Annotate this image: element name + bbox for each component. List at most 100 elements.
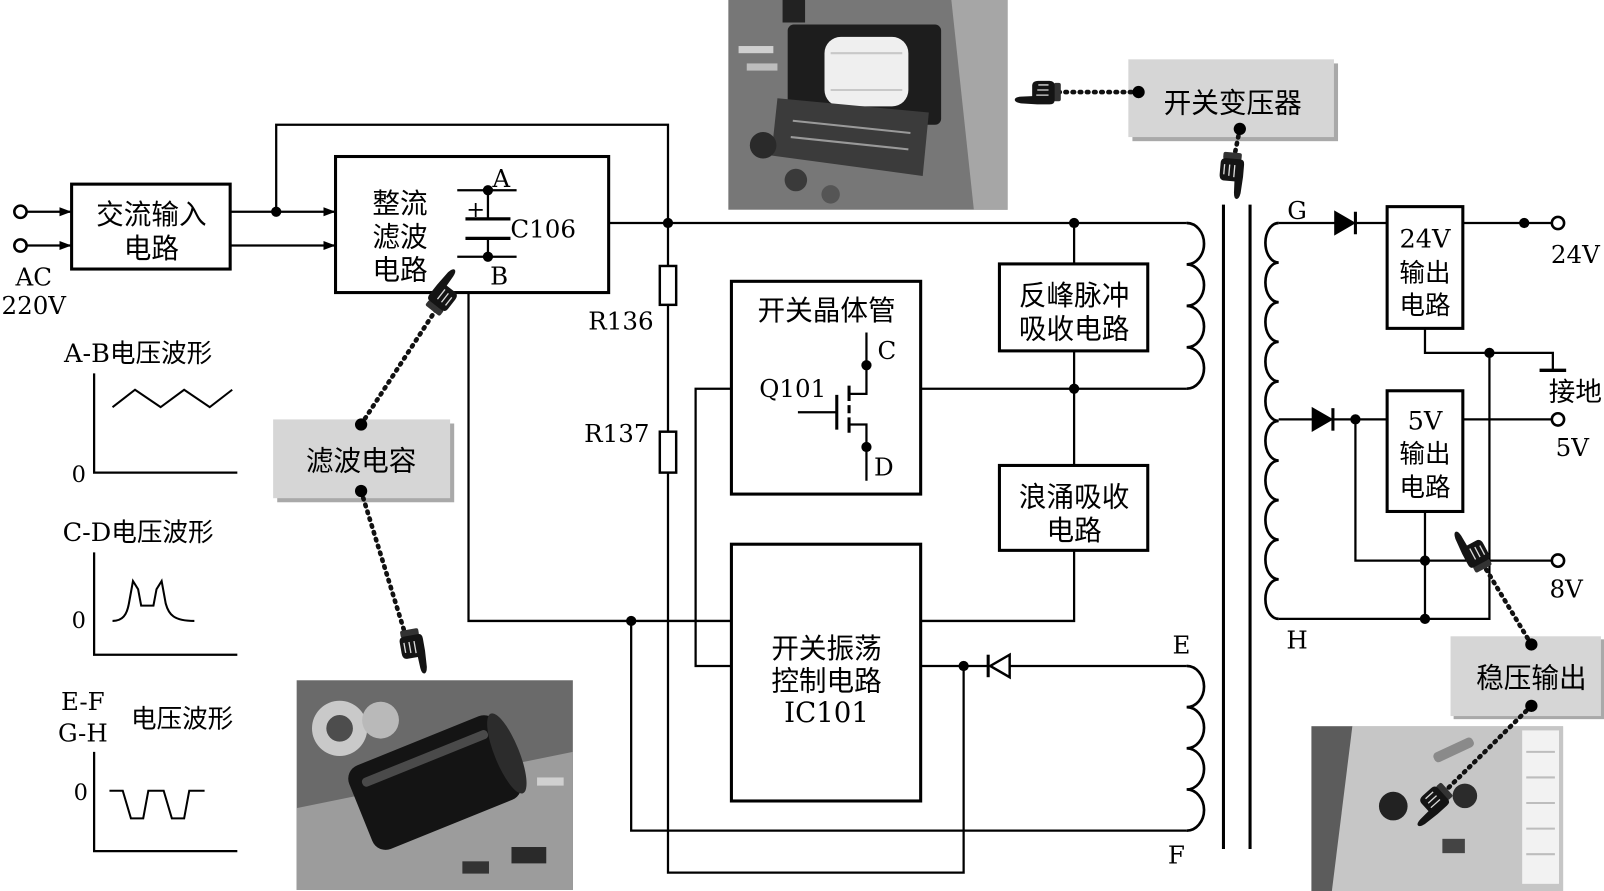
photo-resistor: [1433, 737, 1474, 763]
wire-surge-return: [920, 550, 1076, 623]
rectifier-block: [333, 154, 611, 295]
waveform-title: C-D电压波形: [63, 518, 214, 548]
wire-gate-drive: [694, 387, 732, 668]
output-24v-block: [1385, 205, 1465, 330]
winding-label-g: G: [1287, 196, 1307, 225]
waveform-axes: [92, 552, 238, 656]
waveform-axes: [92, 751, 238, 853]
callout-leader: [358, 304, 441, 427]
photo-transformer-bobbin: [824, 36, 909, 107]
waveform-ab: A-B电压波形 0: [63, 339, 238, 488]
photo-capacitor-top: [487, 713, 527, 794]
surge-absorb-block: [997, 463, 1150, 552]
junction-dot: [861, 441, 872, 453]
junction-dot: [1519, 217, 1530, 229]
output-5v-block: [1385, 389, 1465, 514]
wire-divider-bottom: [666, 472, 965, 874]
output-5v-label: 5V: [1408, 407, 1443, 437]
photo-pcb: [1329, 726, 1564, 891]
callout-leader: [358, 488, 410, 643]
photo-connector: [1522, 730, 1559, 884]
callout-dot: [1132, 85, 1145, 99]
photo-resistor: [537, 777, 564, 786]
switch-transistor-label: 开关晶体管: [758, 294, 896, 327]
callout-box: [1450, 636, 1601, 717]
output-5v-label: 输出: [1399, 439, 1450, 469]
surge-absorb-label: 浪涌吸收: [1019, 480, 1129, 513]
ac-terminal: [13, 204, 28, 220]
waveform-zero: 0: [72, 608, 86, 634]
waveform-axes: [92, 373, 238, 474]
waveform-zero: 0: [72, 462, 86, 488]
junction-dot: [662, 217, 674, 229]
oscillator-ref: IC101: [784, 696, 869, 729]
callout-leader: [1480, 562, 1534, 647]
mosfet-symbol: [797, 332, 872, 481]
wire-return-bus: [467, 292, 732, 623]
mosfet-pin-c: C: [878, 336, 897, 365]
junction-dot: [482, 251, 494, 262]
output-24v-label: 输出: [1399, 258, 1450, 288]
ac-label: AC: [14, 262, 52, 291]
photo-component: [821, 185, 840, 204]
photo-shadow: [1311, 726, 1353, 891]
output-5v-label: 电路: [1399, 473, 1450, 503]
terminal-24v-label: 24V: [1551, 240, 1601, 269]
photo-transformer-label: [771, 98, 929, 176]
waveform-trace: [112, 578, 195, 622]
flyback-absorb-label: 吸收电路: [1019, 313, 1129, 346]
junction-dot: [482, 185, 494, 196]
callout-label: 稳压输出: [1476, 661, 1586, 694]
waveform-trace: [109, 789, 205, 820]
waveform-trace: [111, 388, 233, 409]
callout-transformer: 开关变压器: [1055, 59, 1339, 162]
photo-bobbin-lines: [830, 52, 903, 92]
capacitor-plates: [465, 217, 511, 240]
rectifier-diode-5v: [1311, 406, 1335, 432]
callout-dot: [1525, 638, 1538, 651]
output-terminal-24v: [1550, 215, 1566, 231]
photo-electrolytic-capacitor: [348, 713, 527, 850]
wire-bypass-loop: [275, 123, 670, 224]
waveform-zero: 0: [74, 780, 88, 806]
photo-component: [511, 847, 547, 864]
pointing-hand-icon: [1216, 150, 1246, 201]
flyback-absorb-label: 反峰脉冲: [1019, 279, 1129, 312]
wire-common-return: [1278, 352, 1491, 621]
junction-dot: [1068, 217, 1080, 229]
resistor-r137: [658, 430, 678, 474]
photo-coil-core: [326, 715, 353, 742]
rectifier-label: 滤波: [372, 221, 427, 254]
capacitor-polarity: +: [466, 197, 485, 223]
filter-capacitor-symbol: A B + C106: [457, 164, 576, 290]
photo-capacitor: [749, 131, 777, 159]
photo-connector-pins: [1526, 750, 1555, 856]
mosfet-source-lead: [849, 423, 868, 481]
feedback-diode: [986, 652, 1011, 680]
winding-label-h: H: [1286, 626, 1307, 655]
mosfet-drain-lead: [849, 332, 868, 395]
rectifier-diode-24v: [1334, 210, 1357, 236]
pointing-hand-icon: [1450, 522, 1495, 576]
photo-resistor: [746, 63, 778, 71]
surge-absorb-label: 电路: [1046, 514, 1101, 547]
oscillator-label: 开关振荡: [771, 632, 881, 665]
junction-dot: [1350, 414, 1361, 425]
capacitor-point-a: A: [491, 164, 510, 193]
photo-resistor: [738, 46, 774, 54]
waveform-ef-gh: E-F G-H 电压波形 0: [58, 687, 238, 853]
ac-voltage-label: 220V: [1, 291, 67, 320]
capacitor-photo: [296, 680, 573, 890]
terminal-8v-label: 8V: [1549, 574, 1584, 603]
feedback-winding: [1186, 664, 1206, 832]
winding-label-e: E: [1173, 631, 1191, 660]
photo-component: [782, 0, 806, 23]
callout-filter-capacitor: 滤波电容: [273, 304, 455, 643]
ac-terminal: [13, 238, 28, 253]
ac-input-label: 电路: [124, 232, 179, 265]
oscillator-label: 控制电路: [771, 664, 881, 697]
winding-label-f: F: [1168, 840, 1185, 869]
secondary-winding: [1264, 221, 1279, 621]
photo-chassis: [951, 0, 1008, 210]
resistor-r136: [658, 264, 678, 307]
